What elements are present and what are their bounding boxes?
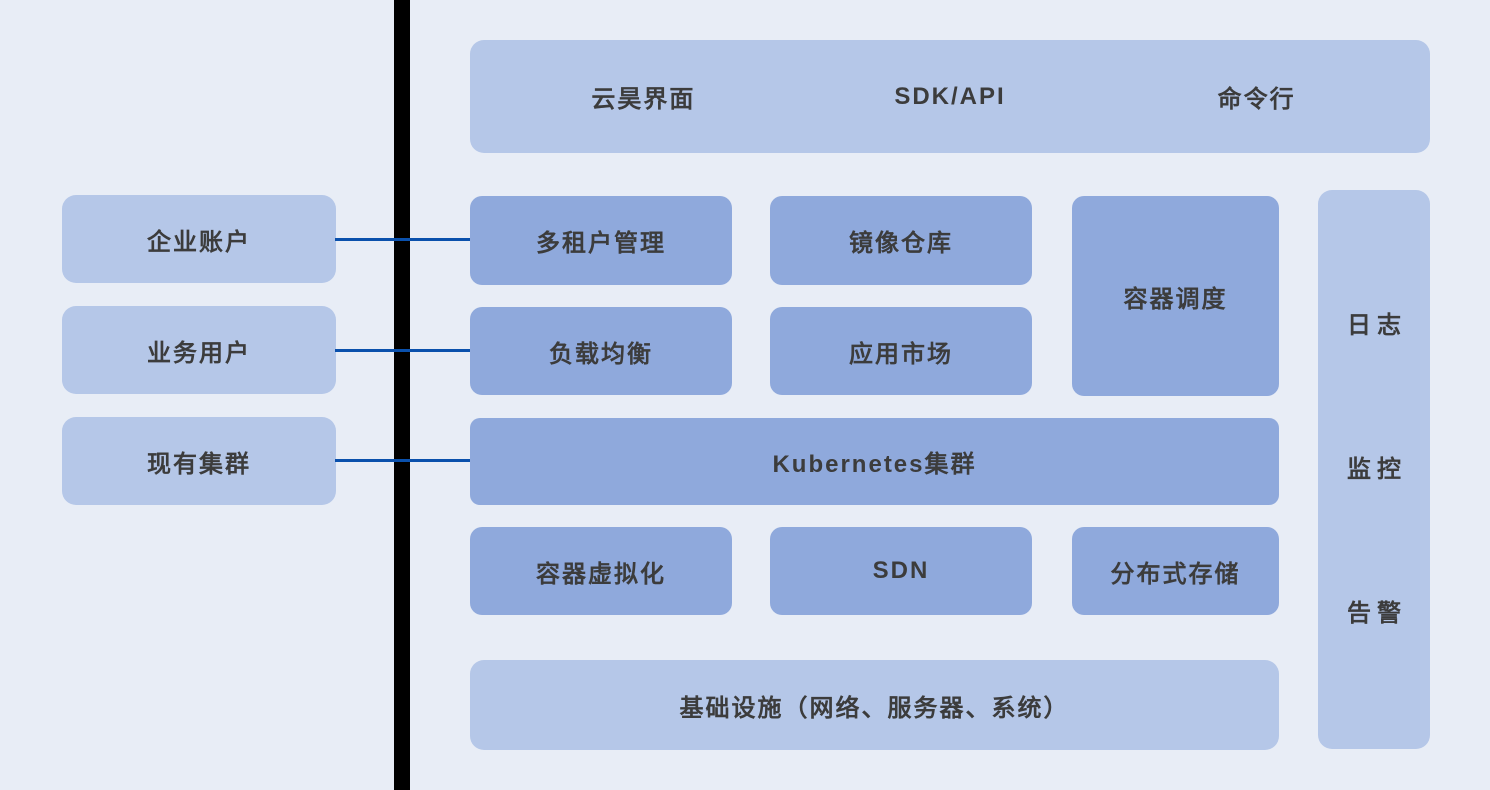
access-item-console: 云昊界面 — [591, 86, 696, 113]
access-item-sdk-api: SDK/API — [894, 82, 1006, 110]
box-label: 基础设施（网络、服务器、系统） — [679, 694, 1070, 722]
box-kubernetes-cluster: Kubernetes集群 — [470, 418, 1279, 505]
connector-line-existing-cluster — [335, 459, 470, 462]
vertical-divider-bar — [394, 0, 410, 790]
box-label: 容器调度 — [1123, 285, 1228, 313]
box-infrastructure: 基础设施（网络、服务器、系统） — [470, 660, 1279, 750]
connector-line-business-user — [335, 349, 470, 352]
box-multi-tenant-management: 多租户管理 — [470, 196, 732, 285]
sidebar-item-business-user: 业务用户 — [62, 306, 336, 394]
sidebar-item-label: 业务用户 — [147, 339, 251, 367]
box-app-market: 应用市场 — [770, 307, 1032, 395]
box-load-balancer: 负载均衡 — [470, 307, 732, 395]
box-label: 负载均衡 — [549, 340, 653, 368]
box-label: 分布式存储 — [1110, 560, 1241, 588]
box-container-virtualization: 容器虚拟化 — [470, 527, 732, 615]
box-label: Kubernetes集群 — [772, 451, 977, 478]
box-label: 容器虚拟化 — [536, 560, 666, 588]
ops-item-alerts: 告警 — [1347, 599, 1407, 627]
sidebar-item-enterprise-account: 企业账户 — [62, 195, 336, 283]
box-sdn: SDN — [770, 527, 1032, 615]
connector-line-enterprise-account — [335, 238, 470, 241]
sidebar-item-label: 企业账户 — [147, 228, 251, 256]
ops-item-monitoring: 监控 — [1347, 455, 1407, 483]
box-image-registry: 镜像仓库 — [770, 196, 1032, 285]
box-label: 多租户管理 — [536, 230, 666, 257]
access-item-cli: 命令行 — [1217, 86, 1296, 113]
box-container-scheduler: 容器调度 — [1072, 196, 1279, 396]
box-label: SDN — [872, 557, 930, 584]
sidebar-item-existing-cluster: 现有集群 — [62, 417, 336, 505]
ops-item-logs: 日志 — [1347, 311, 1407, 339]
box-distributed-storage: 分布式存储 — [1072, 527, 1279, 615]
box-label: 应用市场 — [849, 340, 953, 368]
access-layer-bar: 云昊界面 SDK/API 命令行 — [470, 40, 1430, 153]
ops-sidebar: 日志 监控 告警 — [1318, 190, 1430, 749]
sidebar-item-label: 现有集群 — [147, 450, 251, 478]
box-label: 镜像仓库 — [849, 230, 953, 257]
